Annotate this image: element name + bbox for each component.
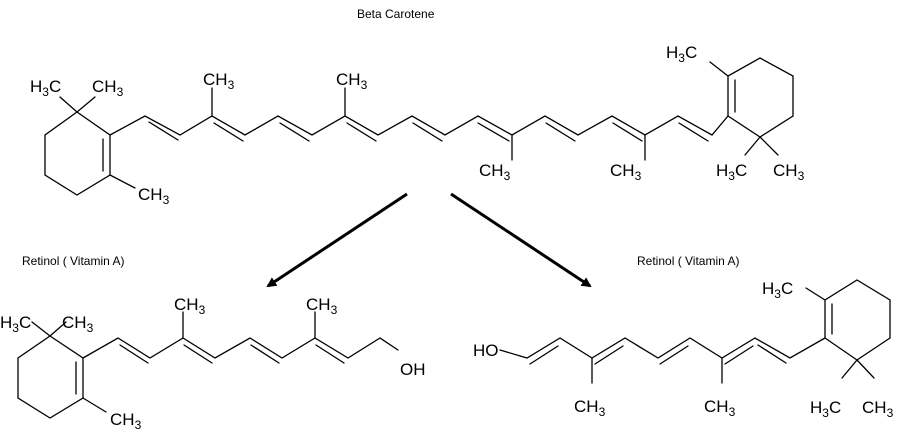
retinol-right-ring	[824, 279, 891, 361]
ch3-label: CH3	[306, 295, 338, 317]
right-cyclohexene-ring	[727, 57, 794, 138]
right-product-caption: Retinol ( Vitamin A)	[637, 254, 740, 268]
ch3-label: CH3	[110, 410, 142, 432]
hydroxyl-label: HO	[473, 341, 499, 360]
cleavage-arrow-left	[266, 192, 408, 288]
retinol-left-chain	[82, 337, 399, 359]
polyene-chain	[109, 115, 729, 136]
h3c-label: H3C	[716, 161, 747, 183]
left-cyclohexene-ring	[44, 111, 111, 196]
ch3-label: CH3	[773, 161, 805, 183]
ch3-label: CH3	[336, 70, 368, 92]
beta-carotene-structure	[44, 57, 794, 196]
ch3-label: CH3	[479, 161, 511, 183]
ch3-label: CH3	[174, 295, 206, 317]
hydroxyl-label: OH	[400, 360, 426, 379]
left-product-caption: Retinol ( Vitamin A)	[22, 254, 125, 268]
ch3-label: CH3	[92, 77, 124, 99]
retinol-right-structure	[499, 279, 891, 384]
ch3-label: CH3	[62, 313, 94, 335]
h3c-label: H3C	[810, 398, 841, 420]
retinol-left-ring	[17, 335, 84, 419]
ch3-label: CH3	[704, 397, 736, 419]
h3c-label: H3C	[666, 43, 697, 65]
retinol-right-chain	[499, 337, 826, 359]
ch3-label: CH3	[203, 70, 235, 92]
ch3-label: CH3	[610, 161, 642, 183]
diagram-title: Beta Carotene	[357, 7, 435, 21]
ch3-label: CH3	[862, 398, 894, 420]
h3c-label: H3C	[762, 279, 793, 301]
ch3-label: CH3	[138, 185, 170, 207]
retinol-left-structure	[17, 311, 399, 419]
h3c-label: H3C	[30, 77, 61, 99]
ch3-label: CH3	[574, 397, 606, 419]
h3c-label: H3C	[0, 313, 31, 335]
cleavage-arrow-right	[450, 192, 592, 288]
